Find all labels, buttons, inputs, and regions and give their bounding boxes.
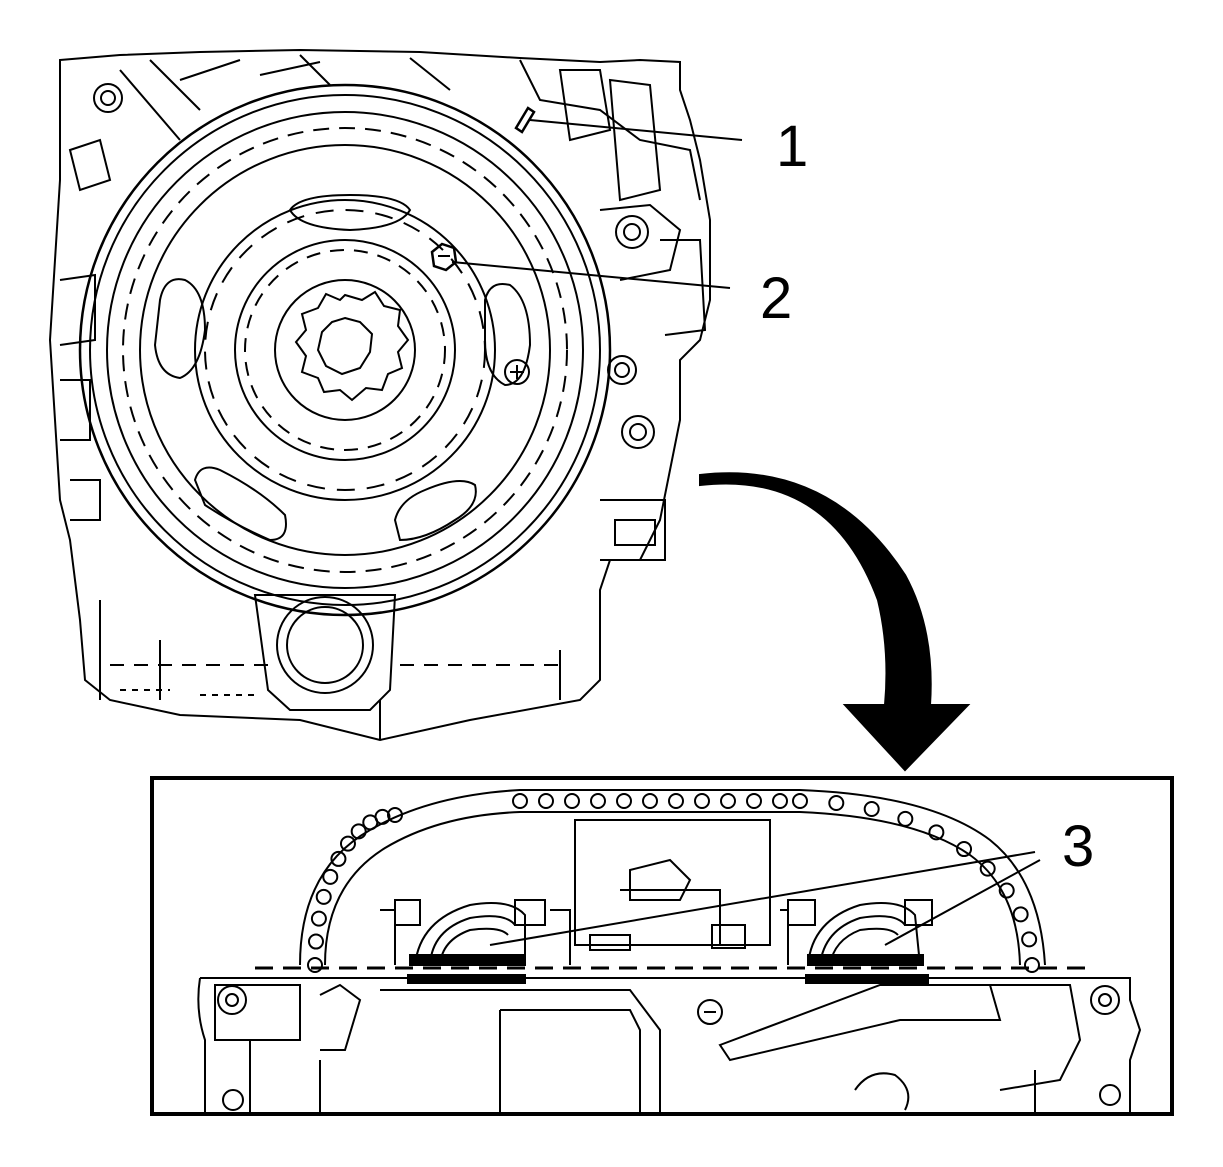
left-sprocket xyxy=(380,899,571,984)
timing-pin xyxy=(514,106,536,134)
pulley-window-left xyxy=(153,278,207,380)
chain-link xyxy=(928,824,945,841)
callout-1: 1 xyxy=(776,114,809,179)
chain-link xyxy=(998,882,1015,899)
block-bolt-right-mid xyxy=(607,355,637,385)
chain-link xyxy=(792,793,808,809)
chain-link xyxy=(512,793,528,809)
chain-link xyxy=(772,793,788,809)
chain-link xyxy=(590,793,606,809)
chain-link xyxy=(307,933,324,950)
chain-link xyxy=(330,850,347,867)
chain-link xyxy=(1021,931,1038,948)
pulley-window-bottom-right xyxy=(393,480,477,542)
callout-3: 3 xyxy=(1062,814,1095,879)
detail-inset xyxy=(150,776,1174,1116)
chain-link xyxy=(746,793,762,809)
engine-block-outline xyxy=(48,48,711,742)
pulley-window-top xyxy=(288,193,412,232)
chain-link xyxy=(307,957,323,973)
leader-line-2 xyxy=(451,261,731,289)
chain-link xyxy=(897,810,914,827)
chain-link xyxy=(564,793,580,809)
block-bolt-top-left xyxy=(93,83,123,113)
pulley-window-right xyxy=(484,283,532,387)
chain-link xyxy=(668,793,684,809)
chain-link xyxy=(315,888,332,905)
block-bolt-right-upper xyxy=(615,215,649,249)
chain-link xyxy=(616,793,632,809)
leader-line-3b xyxy=(884,859,1041,946)
chain-link xyxy=(1012,906,1029,923)
block-bolt-right-lower xyxy=(621,415,655,449)
chain-link xyxy=(979,860,996,877)
chain-link xyxy=(642,793,658,809)
chain-link xyxy=(538,793,554,809)
chain-link xyxy=(1024,957,1040,973)
chain-link xyxy=(350,823,367,840)
chain-link xyxy=(310,910,327,927)
chain-link xyxy=(694,793,710,809)
curved-arrow xyxy=(699,472,971,772)
leader-line-3a xyxy=(489,851,1036,946)
bottom-right-fitting xyxy=(854,1072,910,1111)
chain-link xyxy=(374,808,391,825)
chain-link xyxy=(322,868,339,885)
leader-line-1 xyxy=(529,119,743,141)
chain-link xyxy=(828,795,845,812)
pulley-hub-spline xyxy=(294,290,410,402)
pulley-window-bottom-left xyxy=(193,466,287,542)
chain-link xyxy=(863,801,880,818)
crankshaft-pulley xyxy=(78,83,612,617)
timing-chain xyxy=(299,789,1046,973)
lower-boss xyxy=(253,594,397,711)
chain-link xyxy=(956,841,973,858)
chain-link xyxy=(720,793,736,809)
chain-link xyxy=(387,807,403,823)
chain-link xyxy=(339,835,356,852)
callout-2: 2 xyxy=(760,266,793,331)
right-sprocket xyxy=(780,899,933,984)
timing-bolt xyxy=(430,242,458,272)
